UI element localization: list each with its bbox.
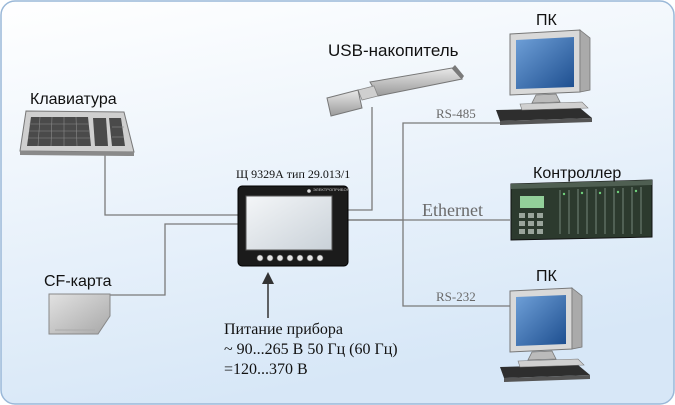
keyboard-icon xyxy=(19,110,135,156)
pc-top-label: ПК xyxy=(536,12,557,29)
power-ac-spec: ~ 90...265 В 50 Гц (60 Гц) xyxy=(224,341,398,358)
rs485-label: RS-485 xyxy=(436,106,476,121)
usb-drive-label: USB-накопитель xyxy=(328,41,459,60)
power-arrow xyxy=(262,272,274,318)
line-keyboard xyxy=(104,152,238,216)
connection-lines xyxy=(104,107,520,307)
pc-bottom-icon xyxy=(500,287,590,382)
brand-logo-icon xyxy=(307,189,311,193)
device-model-label: Щ 9329А тип 29.013/1 xyxy=(236,167,351,181)
ethernet-label: Ethernet xyxy=(422,200,483,220)
controller-label: Контроллер xyxy=(533,165,622,182)
line-cf-card xyxy=(110,223,238,296)
line-rs232 xyxy=(402,220,520,307)
controller-display xyxy=(520,196,544,208)
pc-top-icon xyxy=(496,29,592,125)
main-device xyxy=(237,185,349,267)
usb-drive-icon xyxy=(326,65,464,117)
line-usb xyxy=(348,107,373,211)
device-buttons xyxy=(256,254,324,262)
pc-bottom-label: ПК xyxy=(536,268,557,285)
keyboard-label: Клавиатура xyxy=(30,91,117,108)
power-title: Питание прибора xyxy=(224,321,343,338)
rs232-label: RS-232 xyxy=(436,289,476,304)
cf-card-label: CF-карта xyxy=(44,273,112,290)
brand-name: ЭЛЕКТРОПРИБОР xyxy=(313,187,350,192)
cf-card-icon xyxy=(48,293,111,335)
power-dc-spec: =120...370 В xyxy=(224,361,308,378)
controller-icon xyxy=(510,179,653,241)
device-screen xyxy=(245,195,333,251)
